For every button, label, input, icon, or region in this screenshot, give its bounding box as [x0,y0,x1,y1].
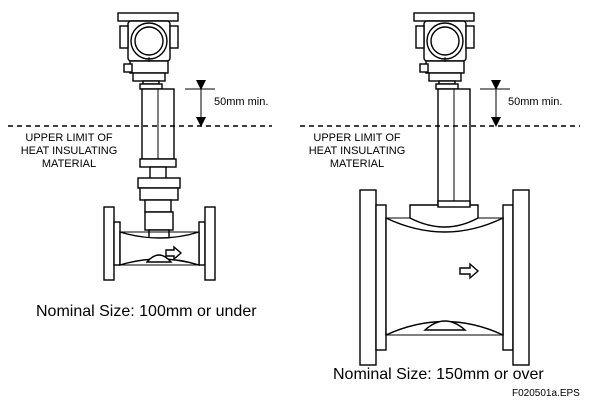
left-limit-label-line1: UPPER LIMIT OF [25,132,113,144]
left-sensor-body [137,166,181,243]
left-limit-label-line2: HEAT INSULATING [20,145,118,157]
right-pipe-body [359,189,530,366]
left-pipe-body [103,206,216,281]
right-dimension-marker [480,80,510,127]
right-caption: Nominal Size: 150mm or over [333,366,544,383]
left-limit-label: UPPER LIMIT OF HEAT INSULATING MATERIAL [10,132,128,171]
right-limit-label: UPPER LIMIT OF HEAT INSULATING MATERIAL [298,132,416,171]
left-limit-label-line3: MATERIAL [41,158,97,170]
left-support-pipe [139,80,177,168]
left-dimension-marker [185,80,215,127]
file-id-label: F020501a.EPS [512,388,580,399]
left-dimension-label: 50mm min. [214,96,269,108]
right-transmitter-head [413,12,475,82]
left-transmitter-head [117,12,179,82]
right-limit-label-line3: MATERIAL [329,158,385,170]
left-caption: Nominal Size: 100mm or under [36,303,257,320]
right-dimension-label: 50mm min. [508,96,563,108]
right-limit-label-line2: HEAT INSULATING [308,145,406,157]
right-limit-label-line1: UPPER LIMIT OF [313,132,401,144]
right-support-pipe [435,80,471,206]
